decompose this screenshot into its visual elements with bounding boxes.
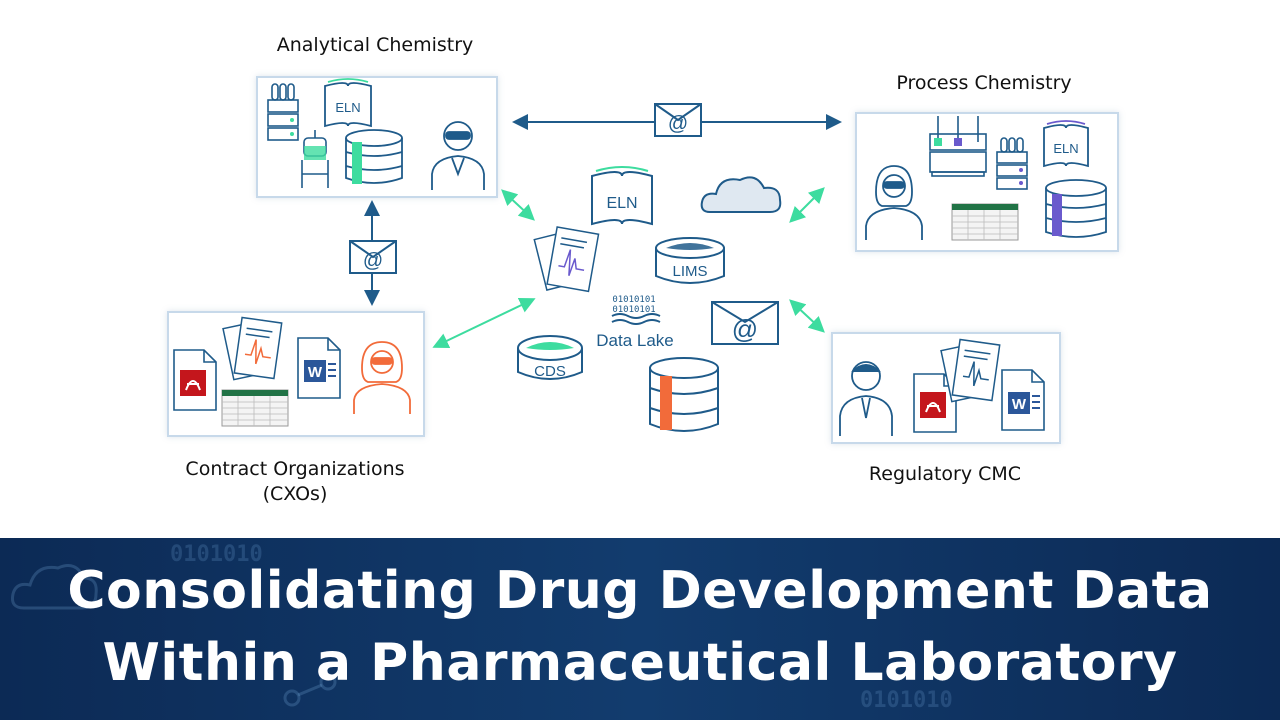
arrow-hub-process bbox=[789, 187, 825, 223]
analytical-chemistry-label: Analytical Chemistry bbox=[276, 34, 474, 56]
cxo-label-line1: Contract Organizations bbox=[185, 458, 405, 480]
process-chemistry-label: Process Chemistry bbox=[896, 72, 1072, 94]
scientist-female-icon bbox=[865, 165, 923, 240]
svg-text:01010101: 01010101 bbox=[612, 305, 655, 315]
hub-database-icon bbox=[649, 357, 719, 432]
svg-text:Data Lake: Data Lake bbox=[596, 331, 674, 350]
svg-text:W: W bbox=[308, 364, 323, 381]
svg-text:ELN: ELN bbox=[1053, 141, 1078, 156]
pdf-document-icon bbox=[913, 373, 957, 433]
svg-text:LIMS: LIMS bbox=[672, 263, 707, 280]
lab-instrument-icon bbox=[267, 83, 299, 141]
banner-binary-decoration: 0101010 bbox=[860, 688, 953, 713]
person-icon bbox=[839, 361, 893, 436]
email-envelope-icon: @ bbox=[349, 240, 397, 274]
arrow-hub-analytical bbox=[501, 189, 535, 221]
banner-cloud-decoration bbox=[11, 564, 98, 610]
word-document-icon: W bbox=[297, 337, 341, 399]
data-lake-icon: 01010101 01010101 Data Lake bbox=[596, 295, 674, 350]
svg-text:W: W bbox=[1012, 396, 1027, 413]
diagram-canvas: @ @ ELN bbox=[173, 78, 1107, 436]
spreadsheet-icon bbox=[951, 203, 1019, 241]
scientist-female-icon bbox=[353, 341, 411, 414]
arrow-hub-cxo bbox=[432, 297, 536, 349]
database-icon bbox=[345, 129, 403, 184]
eln-notebook-icon: ELN bbox=[1043, 120, 1089, 168]
svg-text:ELN: ELN bbox=[335, 100, 360, 115]
title-banner: 0101010 0101010 Consolidating Drug Devel… bbox=[0, 538, 1280, 720]
hub-email-icon: @ bbox=[711, 301, 779, 345]
cxo-label-line2: (CXOs) bbox=[262, 483, 328, 505]
svg-text:@: @ bbox=[732, 314, 758, 344]
hub-eln-icon: ELN bbox=[591, 166, 653, 226]
svg-text:ELN: ELN bbox=[606, 195, 637, 212]
report-documents-icon bbox=[222, 316, 283, 381]
banner-binary-decoration: 0101010 bbox=[170, 542, 263, 567]
database-icon bbox=[1045, 179, 1107, 238]
regulatory-cmc-label: Regulatory CMC bbox=[868, 463, 1022, 485]
banner-molecule-decoration bbox=[283, 673, 337, 707]
hub-documents-icon bbox=[533, 226, 600, 293]
eln-notebook-icon: ELN bbox=[324, 78, 372, 128]
hub-lims-icon: LIMS bbox=[655, 237, 725, 284]
report-documents-icon bbox=[940, 338, 1001, 403]
svg-text:CDS: CDS bbox=[534, 363, 566, 380]
scientist-icon bbox=[431, 121, 485, 190]
reactor-icon bbox=[301, 130, 329, 188]
banner-title-line1: Consolidating Drug Development Data bbox=[67, 561, 1213, 621]
banner-title-line2: Within a Pharmaceutical Laboratory bbox=[102, 633, 1178, 693]
lab-instrument-icon bbox=[996, 137, 1028, 190]
svg-text:@: @ bbox=[363, 250, 383, 272]
email-envelope-icon: @ bbox=[654, 103, 702, 137]
pdf-document-icon bbox=[173, 349, 217, 411]
word-document-icon: W bbox=[1001, 369, 1045, 431]
svg-text:@: @ bbox=[668, 113, 688, 135]
synthesis-station-icon bbox=[929, 116, 987, 177]
arrow-hub-regulatory bbox=[789, 299, 825, 333]
hub-cds-icon: CDS bbox=[517, 335, 583, 380]
cloud-icon bbox=[700, 176, 782, 213]
spreadsheet-icon bbox=[221, 389, 289, 427]
svg-text:01010101: 01010101 bbox=[612, 295, 655, 305]
